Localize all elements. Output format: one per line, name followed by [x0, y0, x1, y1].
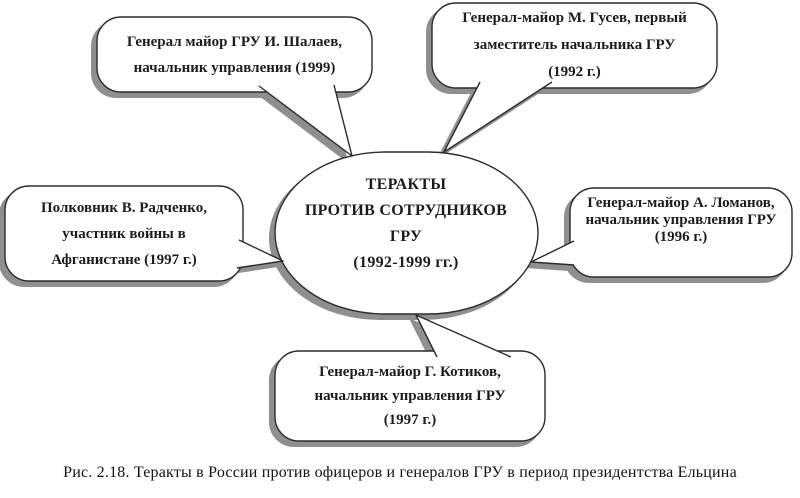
- callout-line: Афганистане (1997 г.): [51, 251, 197, 268]
- center-line: ПРОТИВ СОТРУДНИКОВ: [304, 202, 508, 219]
- callout-tail-radchenko: [236, 239, 284, 269]
- callout-text-gusev: Генерал-майор М. Гусев, первый заместите…: [432, 3, 717, 88]
- callout-bubble-lomanov: [569, 187, 793, 278]
- callout-line: начальник управления ГРУ: [314, 388, 506, 404]
- callout-line: начальник управления ГРУ: [585, 212, 777, 228]
- center-ellipse: [274, 151, 539, 315]
- callout-bubble-shalaev: [96, 16, 373, 93]
- callout-line: участник войны в: [62, 225, 186, 242]
- callout-text-radchenko: Полковник В. Радченко, участник войны в …: [5, 186, 243, 281]
- callout-line: (1992 г.): [548, 64, 601, 80]
- callout-text-kotikov: Генерал-майор Г. Котиков, начальник упра…: [275, 351, 545, 441]
- diagram-shapes: [0, 2, 793, 447]
- callout-line: Генерал-майор М. Гусев, первый: [462, 10, 687, 26]
- figure-caption: Рис. 2.18. Теракты в России против офице…: [63, 464, 737, 481]
- callout-bubble-kotikov: [274, 350, 546, 442]
- center-line: (1992-1999 гг.): [353, 254, 459, 271]
- callout-tail-kotikov: [415, 314, 512, 358]
- callout-bubble-gusev: [431, 2, 718, 89]
- callout-tail-lomanov: [530, 240, 575, 266]
- callout-line: заместитель начальника ГРУ: [473, 37, 676, 53]
- callout-bubble-radchenko: [4, 185, 244, 282]
- callout-line: Генерал майор ГРУ И. Шалаев,: [126, 33, 343, 50]
- center-node-text: ТЕРАКТЫ ПРОТИВ СОТРУДНИКОВ ГРУ (1992-199…: [285, 144, 527, 304]
- callout-tail-shalaev: [258, 84, 353, 157]
- callout-line: (1996 г.): [654, 229, 708, 245]
- callout-text-lomanov: Генерал-майор А. Ломанов, начальник упра…: [570, 188, 792, 277]
- callout-line: Генерал-майор Г. Котиков,: [319, 364, 501, 380]
- center-line: ГРУ: [389, 228, 423, 245]
- callout-line: Полковник В. Радченко,: [41, 199, 207, 216]
- shape-layer: [4, 2, 793, 442]
- callout-tail-gusev: [443, 81, 553, 153]
- callout-text-shalaev: Генерал майор ГРУ И. Шалаев, начальник у…: [97, 17, 372, 92]
- callout-line: Генерал-майор А. Ломанов,: [587, 195, 775, 211]
- callout-line: (1997 г.): [383, 412, 437, 428]
- center-line: ТЕРАКТЫ: [365, 176, 447, 193]
- callout-line: начальник управления (1999): [133, 59, 336, 76]
